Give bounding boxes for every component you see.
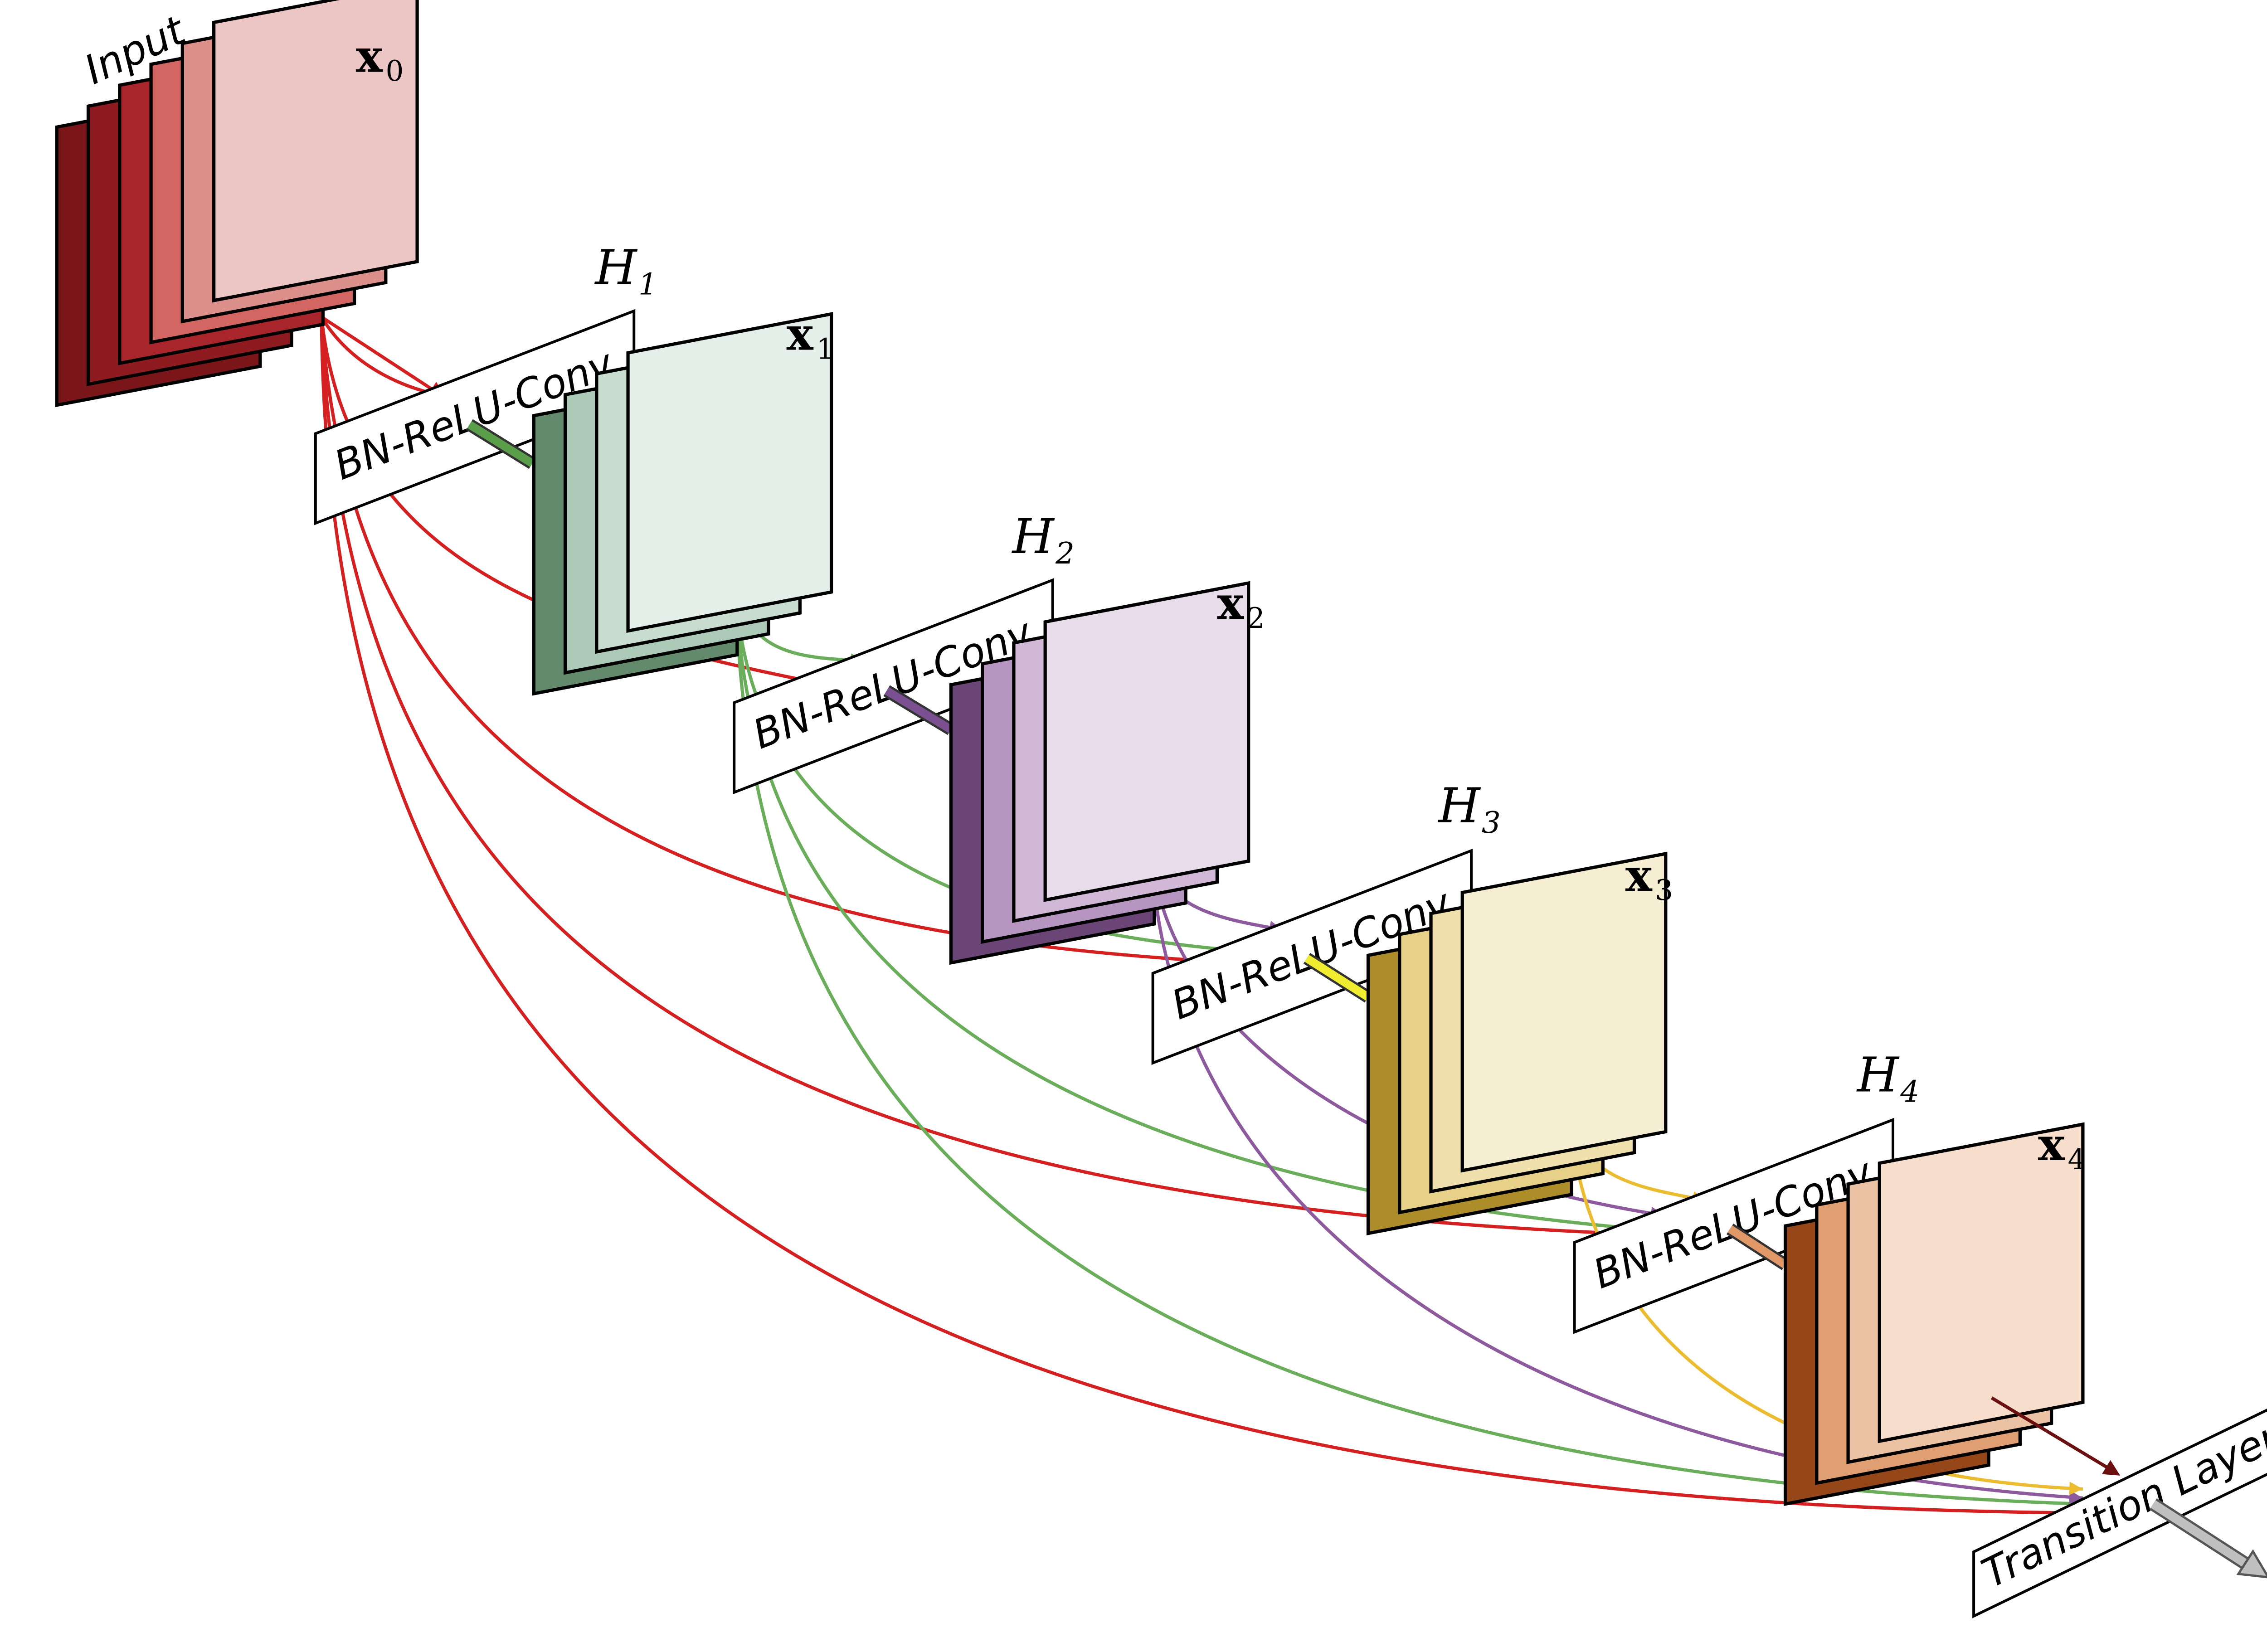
skip-connection-arrowhead-x2-2	[2069, 1490, 2083, 1504]
connection-x0-to-h1	[321, 316, 444, 398]
feature-map-x2-channel-3	[1043, 581, 1250, 902]
skip-connection-x1-1	[734, 586, 1240, 952]
skip-connection-x0-3	[320, 316, 1657, 1237]
output-arrow-h1	[467, 421, 535, 467]
skip-connection-x0-4	[320, 317, 2083, 1515]
output-arrow-h2	[884, 687, 954, 734]
skip-connection-x1-3	[734, 586, 2083, 1506]
connection-x4-to-transition	[1990, 1396, 2109, 1470]
skip-connection-arrowhead-x3-1	[2069, 1482, 2083, 1496]
output-arrowhead	[2236, 1549, 2267, 1579]
connection-x4-to-transition-arrowhead	[2102, 1460, 2121, 1476]
output-arrow-h3	[1304, 955, 1371, 1001]
feature-map-x4-channel-3	[1878, 1122, 2085, 1443]
output-arrow-h4	[1727, 1225, 1788, 1268]
output-arrow	[2150, 1500, 2248, 1568]
feature-map-x1-channel-3	[626, 312, 833, 633]
feature-map-x0-channel-5	[212, 0, 419, 303]
transition-layer-box	[1972, 1409, 2267, 1618]
feature-map-x3-channel-3	[1460, 851, 1668, 1173]
main-layer: BN-ReLU-ConvBN-ReLU-ConvBN-ReLU-ConvBN-R…	[55, 0, 2267, 1618]
